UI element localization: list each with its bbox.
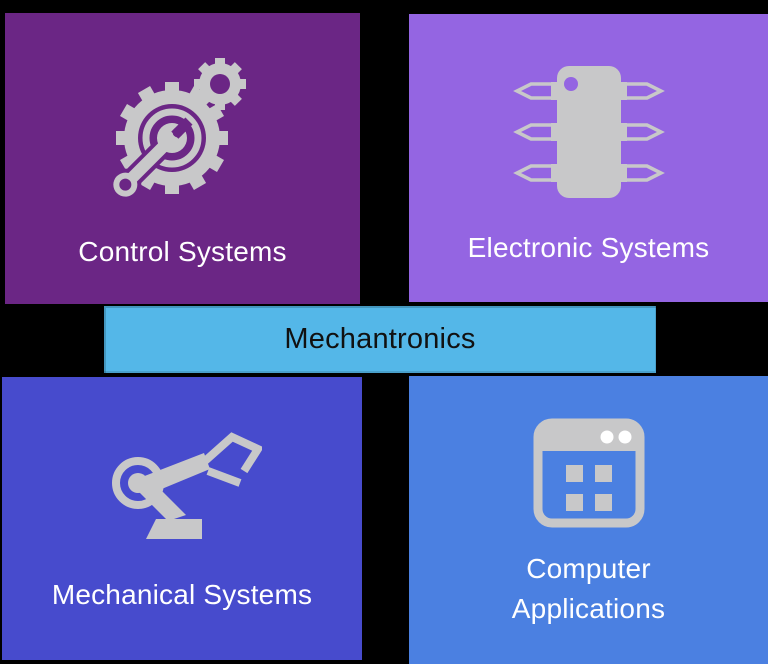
- chip-icon: [509, 62, 669, 202]
- quadrant-computer-applications: Computer Applications: [409, 376, 768, 664]
- quadrant-label: Electronic Systems: [467, 232, 710, 263]
- quadrant-control-systems: Control Systems: [5, 13, 360, 304]
- banner-label: Mechantronics: [284, 323, 476, 355]
- quadrant-mechanical-systems: Mechanical Systems: [2, 377, 362, 660]
- quadrant-electronic-systems: Electronic Systems: [409, 14, 768, 302]
- quadrant-label: Control Systems: [78, 235, 287, 267]
- mechatronics-banner: Mechantronics: [104, 306, 656, 373]
- quadrant-label: Computer Applications: [511, 553, 666, 624]
- quadrant-label: Mechanical Systems: [51, 578, 313, 610]
- robot-arm-icon: [102, 427, 262, 549]
- app-window-icon: [533, 417, 645, 529]
- gear-wrench-icon: [108, 56, 258, 206]
